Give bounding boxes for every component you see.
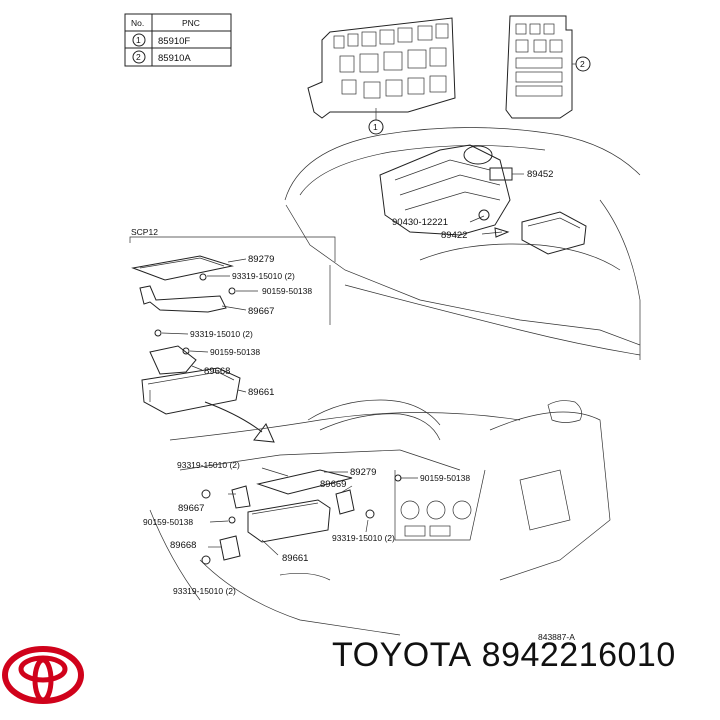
part-number: 8942216010: [481, 636, 676, 674]
callout-89279-a: 89279: [248, 254, 274, 265]
callout-1-label: 1: [373, 122, 378, 132]
callout-1-marker: [368, 119, 384, 135]
callout-2-label: 2: [580, 59, 585, 69]
callout-89279-b: 89279: [350, 467, 376, 478]
dashboard: [149, 399, 611, 636]
callout-93319-15010-e: 93319-15010 (2): [173, 586, 236, 596]
callout-90430-12221: 90430-12221: [392, 217, 448, 228]
callout-89661-a: 89661: [248, 387, 274, 398]
callout-90159-50138-a: 90159-50138: [262, 286, 312, 296]
callout-89661-b: 89661: [282, 553, 308, 564]
scp12-label: SCP12: [131, 227, 158, 237]
toyota-logo: [2, 646, 84, 704]
junction-block-2: 2: [505, 15, 591, 119]
callout-2-marker: [575, 56, 591, 72]
pnc-row-2-value: 85910A: [158, 53, 191, 64]
pnc-table: No. PNC 1 85910F 2 85910A: [124, 13, 232, 67]
callout-90159-50138-d: 90159-50138: [143, 517, 193, 527]
callout-89422: 89422: [441, 230, 467, 241]
pnc-row-2-no: 2: [136, 52, 141, 62]
callout-89669: 89669: [320, 479, 346, 490]
brand-name: TOYOTA: [332, 636, 472, 674]
detail-arrow: [204, 401, 275, 443]
callout-93319-15010-c: 93319-15010 (2): [177, 460, 240, 470]
callout-89667-b: 89667: [178, 503, 204, 514]
junction-block-1: 1: [307, 17, 456, 135]
scp12-detail: SCP12: [129, 227, 336, 415]
callout-89667-a: 89667: [248, 306, 274, 317]
callout-93319-15010-b: 93319-15010 (2): [190, 329, 253, 339]
pnc-row-1-value: 85910F: [158, 36, 190, 47]
pnc-row-1-no: 1: [136, 35, 141, 45]
pnc-header-pnc: PNC: [182, 18, 200, 28]
engine-bay: [284, 127, 641, 360]
callout-89452: 89452: [527, 169, 553, 180]
callout-89668-b: 89668: [170, 540, 196, 551]
callout-89668-a: 89668: [204, 366, 230, 377]
callout-90159-50138-b: 90159-50138: [210, 347, 260, 357]
figure-id: 843887-A: [538, 632, 575, 642]
callout-93319-15010-a: 93319-15010 (2): [232, 271, 295, 281]
callout-90159-50138-c: 90159-50138: [420, 473, 470, 483]
callout-93319-15010-d: 93319-15010 (2): [332, 533, 395, 543]
pnc-header-no: No.: [131, 18, 144, 28]
